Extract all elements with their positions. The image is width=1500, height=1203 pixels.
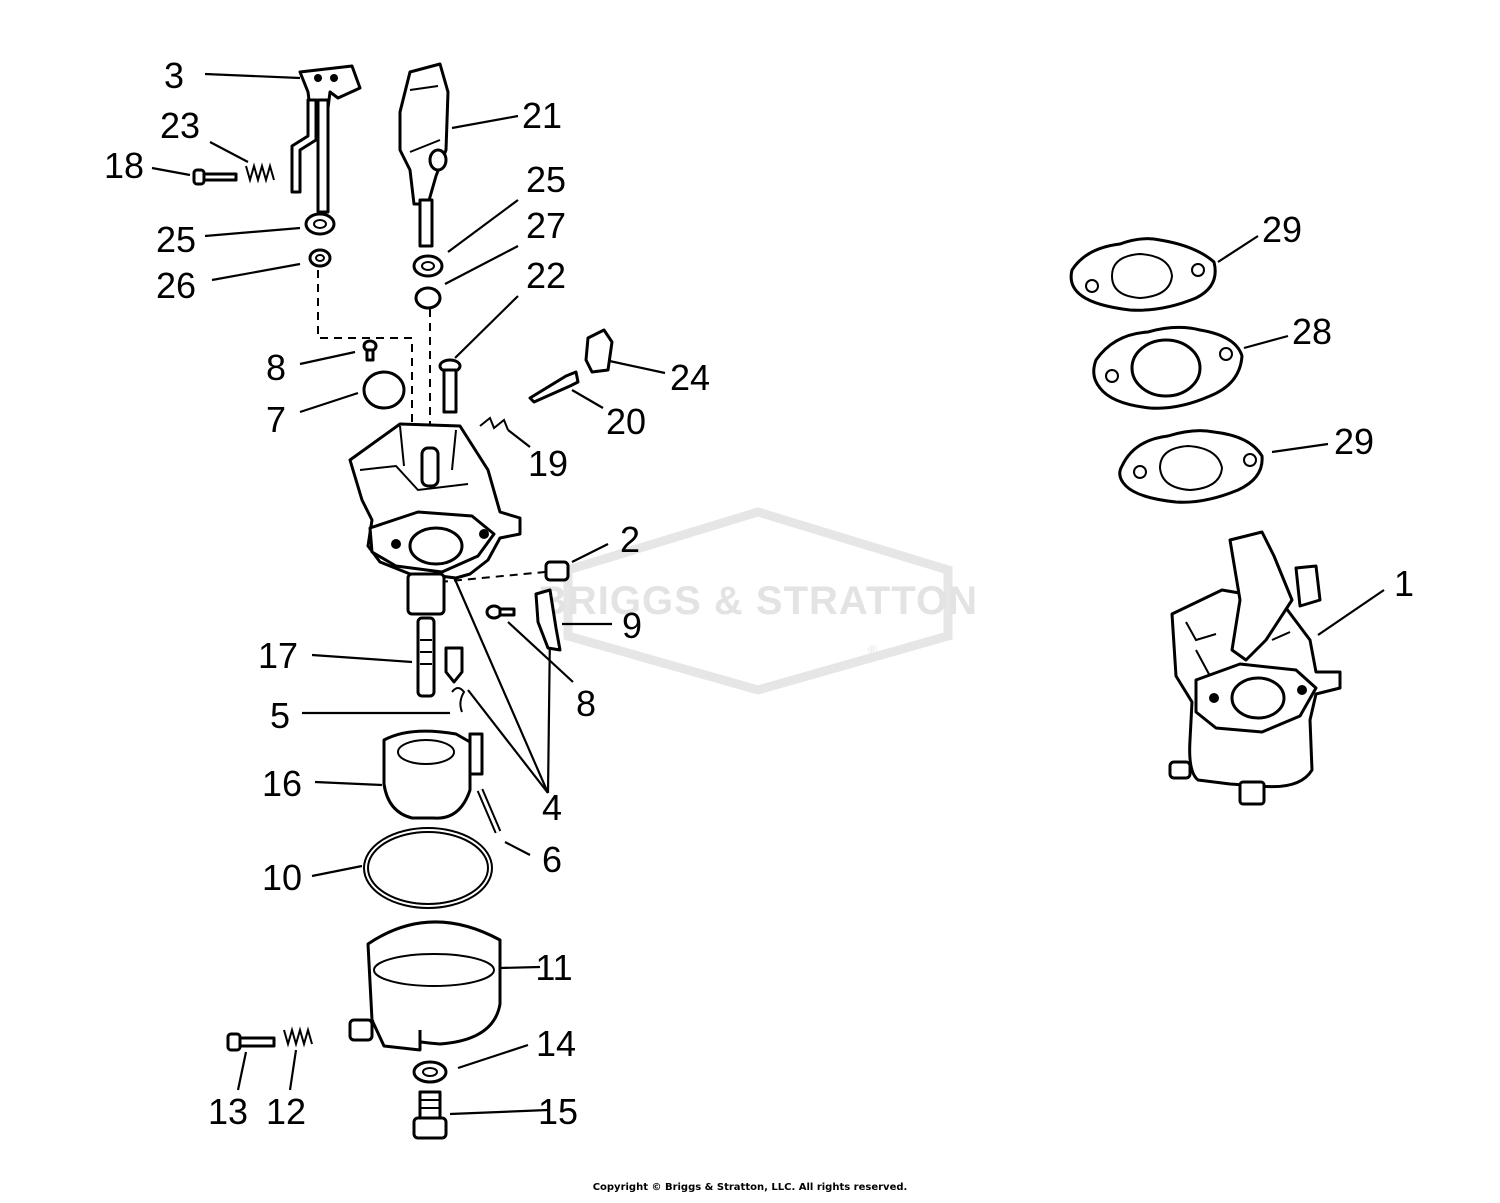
part-float-bowl-11 bbox=[348, 920, 502, 1052]
part-clip-24 bbox=[584, 328, 614, 374]
callout-8-bottom: 8 bbox=[576, 683, 596, 724]
part-throttle-plate-7 bbox=[362, 370, 406, 410]
callout-1: 1 bbox=[1394, 563, 1414, 604]
part-screw-8-choke bbox=[485, 604, 516, 620]
callout-3: 3 bbox=[164, 55, 184, 96]
callout-29-top: 29 bbox=[1262, 209, 1302, 250]
callout-13: 13 bbox=[208, 1091, 248, 1132]
part-gasket-10 bbox=[363, 827, 493, 909]
callout-28: 28 bbox=[1292, 311, 1332, 352]
part-washer-14 bbox=[412, 1060, 448, 1084]
callout-23: 23 bbox=[160, 105, 200, 146]
part-seal-27 bbox=[414, 286, 442, 310]
part-spacer-28 bbox=[1092, 325, 1244, 410]
part-gasket-29-bottom bbox=[1118, 429, 1264, 504]
callout-16: 16 bbox=[262, 763, 302, 804]
part-screw-8 bbox=[362, 339, 378, 362]
part-choke-plate-9 bbox=[534, 588, 562, 652]
part-idle-needle-20 bbox=[528, 370, 580, 404]
part-seal-26 bbox=[308, 248, 332, 268]
callout-5: 5 bbox=[270, 695, 290, 736]
watermark-brand-text: BRIGGS & STRATTON bbox=[538, 579, 978, 623]
callout-2: 2 bbox=[620, 519, 640, 560]
part-screw-18 bbox=[192, 168, 238, 186]
part-float-16 bbox=[382, 729, 484, 820]
callout-4: 4 bbox=[542, 787, 562, 828]
part-clip-5 bbox=[451, 687, 466, 713]
part-spring-19 bbox=[479, 416, 509, 431]
callout-25-left: 25 bbox=[156, 219, 196, 260]
callout-10: 10 bbox=[262, 857, 302, 898]
callout-11: 11 bbox=[535, 947, 572, 988]
part-spring-12 bbox=[283, 1026, 313, 1048]
part-idle-screw-22 bbox=[438, 358, 462, 414]
part-plug-2 bbox=[544, 560, 570, 582]
part-emulsion-tube-17 bbox=[416, 616, 436, 698]
callout-8-top: 8 bbox=[266, 347, 286, 388]
callout-7: 7 bbox=[266, 399, 286, 440]
callout-25-right: 25 bbox=[526, 159, 566, 200]
callout-12: 12 bbox=[266, 1091, 306, 1132]
callout-26: 26 bbox=[156, 265, 196, 306]
part-gasket-29-top bbox=[1069, 237, 1217, 312]
part-throttle-lever bbox=[398, 62, 450, 248]
callout-20: 20 bbox=[606, 401, 646, 442]
part-carburetor-body bbox=[348, 422, 522, 616]
part-washer-25-throttle bbox=[412, 254, 444, 278]
callout-6: 6 bbox=[542, 839, 562, 880]
part-carburetor-assembly-1 bbox=[1168, 530, 1342, 806]
callout-labels: 3 23 18 25 26 21 25 27 22 8 7 24 20 19 2… bbox=[104, 55, 1414, 1132]
watermark-registered-mark: ® bbox=[868, 643, 877, 657]
brand-watermark: BRIGGS & STRATTON ® bbox=[538, 507, 978, 695]
part-washer-25 bbox=[304, 212, 336, 236]
part-screw-13 bbox=[226, 1032, 276, 1052]
part-main-jet-4 bbox=[444, 646, 464, 684]
callout-15: 15 bbox=[538, 1091, 578, 1132]
leader-lines bbox=[151, 72, 1385, 1116]
callout-18: 18 bbox=[104, 145, 144, 186]
part-float-pin-6 bbox=[476, 788, 502, 834]
copyright-notice: Copyright © Briggs & Stratton, LLC. All … bbox=[592, 1182, 908, 1193]
callout-9: 9 bbox=[622, 605, 642, 646]
callout-21: 21 bbox=[522, 95, 562, 136]
part-spring-23 bbox=[245, 162, 275, 184]
callout-17: 17 bbox=[258, 635, 298, 676]
part-bowl-bolt-15 bbox=[412, 1090, 448, 1140]
part-choke-shaft bbox=[290, 64, 362, 214]
callout-29-bottom: 29 bbox=[1334, 421, 1374, 462]
callout-27: 27 bbox=[526, 205, 566, 246]
callout-24: 24 bbox=[670, 357, 710, 398]
callout-14: 14 bbox=[536, 1023, 576, 1064]
callout-22: 22 bbox=[526, 255, 566, 296]
callout-19: 19 bbox=[528, 443, 568, 484]
